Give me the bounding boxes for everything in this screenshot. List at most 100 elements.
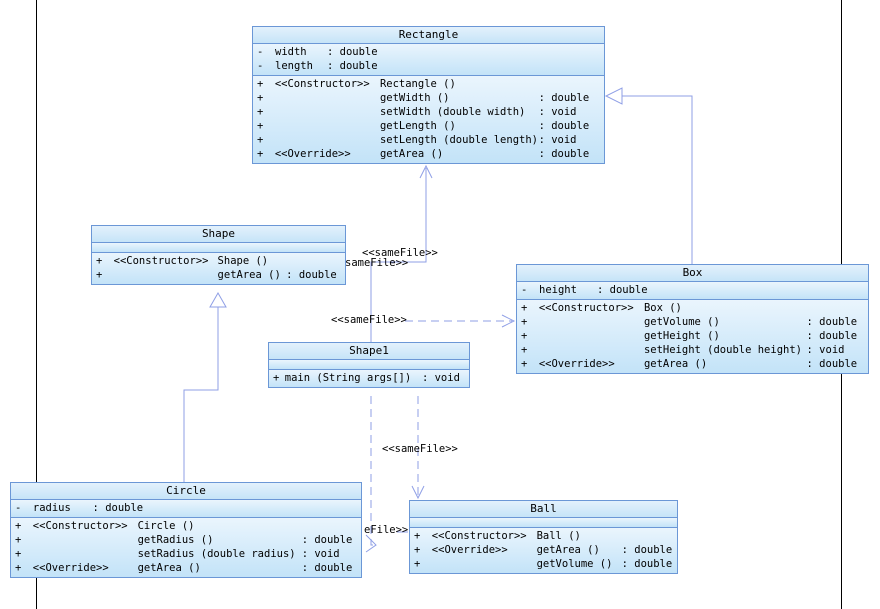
operation-signature: getArea () bbox=[137, 562, 201, 574]
operation-row[interactable]: +<<Constructor>>Ball () bbox=[410, 529, 677, 543]
label-samefile-shape1-box: <<sameFile>> bbox=[331, 314, 407, 326]
attribute-type: : double bbox=[92, 502, 144, 514]
operation-row[interactable]: +setLength (double length): void bbox=[253, 133, 604, 147]
operation-signature: Shape () bbox=[217, 255, 269, 267]
operation-row[interactable]: +setHeight (double height): void bbox=[517, 343, 868, 357]
operation-row[interactable]: +<<Override>>getArea (): double bbox=[517, 357, 868, 371]
attribute-row[interactable]: -radius: double bbox=[11, 501, 361, 515]
attributes-section bbox=[410, 518, 677, 528]
generalization-arrowhead-shape bbox=[209, 291, 227, 308]
operations-section: +<<Constructor>>Rectangle ()+getWidth ()… bbox=[253, 76, 604, 163]
operation-row[interactable]: +<<Constructor>>Rectangle () bbox=[253, 77, 604, 91]
operations-section: +<<Constructor>>Ball ()+<<Override>>getA… bbox=[410, 528, 677, 573]
operation-row[interactable]: +main (String args[]): void bbox=[269, 371, 469, 385]
operation-row[interactable]: +<<Override>>getArea (): double bbox=[253, 147, 604, 161]
attribute-type: : double bbox=[597, 284, 648, 296]
attributes-section bbox=[92, 243, 345, 253]
operation-row[interactable]: + <<Constructor>> Circle () bbox=[11, 519, 361, 533]
class-box[interactable]: Box -height : double + <<Constructor>> Box … bbox=[516, 264, 869, 374]
operation-return-type: : double bbox=[538, 92, 590, 104]
attribute-row[interactable]: -length: double bbox=[253, 59, 604, 73]
operation-return-type: : double bbox=[286, 269, 337, 281]
operation-stereotype: <<Override>> bbox=[32, 562, 109, 574]
operations-section: +main (String args[]): void bbox=[269, 370, 469, 387]
visibility-marker: + bbox=[96, 255, 103, 267]
operation-row[interactable]: +setWidth (double width): void bbox=[253, 105, 604, 119]
operation-row[interactable]: + getRadius () : double bbox=[11, 533, 361, 547]
operation-signature: getLength () bbox=[379, 120, 456, 132]
operation-return-type: : void bbox=[806, 344, 845, 356]
operation-return-type: : double bbox=[621, 558, 673, 570]
operation-row[interactable]: +getVolume (): double bbox=[410, 557, 677, 571]
operation-return-type bbox=[302, 519, 361, 533]
class-shape[interactable]: Shape +<<Constructor>>Shape ()+getArea (… bbox=[91, 225, 346, 285]
attribute-name: height bbox=[539, 284, 577, 296]
operation-row[interactable]: + <<Constructor>> Box () bbox=[517, 301, 868, 315]
visibility-marker: + bbox=[15, 534, 22, 546]
operation-stereotype bbox=[275, 91, 380, 105]
operation-row[interactable]: +getHeight (): double bbox=[517, 329, 868, 343]
operation-return-type: : double bbox=[538, 148, 590, 160]
operation-signature: setLength (double length) bbox=[379, 134, 538, 146]
label-samefile-shape1-rectangle: <<sameFile>> bbox=[362, 247, 438, 259]
operation-row[interactable]: +getArea (): double bbox=[92, 268, 345, 282]
visibility-marker: + bbox=[257, 92, 264, 104]
operation-signature: getVolume () bbox=[643, 316, 720, 328]
attribute-type: : double bbox=[327, 46, 378, 58]
operations-section: +<<Constructor>>Shape ()+ getArea () : dou… bbox=[92, 253, 345, 284]
class-ball[interactable]: Ball +<<Constructor>>Ball ()+<<Override>… bbox=[409, 500, 678, 574]
operation-signature: Circle () bbox=[137, 520, 195, 532]
operation-stereotype: <<Constructor>> bbox=[538, 302, 634, 314]
generalization-box-rectangle bbox=[622, 95, 693, 264]
attribute-name: length bbox=[275, 60, 313, 72]
visibility-marker: - bbox=[521, 284, 528, 296]
visibility-marker: + bbox=[15, 520, 22, 532]
attributes-section: -width: double-length: double bbox=[253, 44, 604, 76]
operation-stereotype bbox=[539, 329, 644, 343]
visibility-marker: + bbox=[15, 548, 22, 560]
visibility-marker: + bbox=[521, 302, 528, 314]
operation-row[interactable]: +getVolume (): double bbox=[517, 315, 868, 329]
operation-stereotype bbox=[275, 105, 380, 119]
operation-return-type: : double bbox=[301, 534, 353, 546]
generalization-circle-shape bbox=[183, 307, 219, 482]
operation-return-type: : double bbox=[301, 562, 353, 574]
dependency-arrowhead-circle bbox=[365, 534, 377, 553]
operation-row[interactable]: +<<Override>>getArea (): double bbox=[11, 561, 361, 575]
operation-stereotype: <<Constructor>> bbox=[32, 520, 128, 532]
attribute-name: radius bbox=[32, 502, 71, 514]
operation-signature: getArea () bbox=[217, 269, 281, 281]
class-circle[interactable]: Circle -radius: double +<<Constructor>>C… bbox=[10, 482, 362, 578]
operation-return-type bbox=[286, 254, 345, 268]
attribute-row[interactable]: -width: double bbox=[253, 45, 604, 59]
operation-row[interactable]: +<<Override>>getArea (): double bbox=[410, 543, 677, 557]
operation-signature: setWidth (double width) bbox=[379, 106, 526, 118]
operation-signature: setRadius (double radius) bbox=[137, 548, 296, 560]
operation-stereotype bbox=[114, 268, 218, 282]
visibility-marker: + bbox=[273, 372, 280, 384]
attribute-row[interactable]: -height : double bbox=[517, 283, 868, 297]
operation-return-type: : double bbox=[806, 316, 858, 328]
operation-row[interactable]: + getWidth () : double bbox=[253, 91, 604, 105]
visibility-marker: + bbox=[257, 148, 264, 160]
operation-stereotype bbox=[275, 133, 380, 147]
class-name: Shape1 bbox=[269, 343, 469, 360]
operation-return-type: : double bbox=[806, 358, 858, 370]
operation-stereotype: <<Constructor>> bbox=[431, 530, 527, 542]
operation-row[interactable]: +setRadius (double radius): void bbox=[11, 547, 361, 561]
operation-row[interactable]: +getLength (): double bbox=[253, 119, 604, 133]
operation-signature: getVolume () bbox=[536, 558, 613, 570]
operations-section: + <<Constructor>> Circle () + getRadius () : … bbox=[11, 518, 361, 577]
class-name: Box bbox=[517, 265, 868, 282]
operation-signature: Box () bbox=[643, 302, 682, 314]
operation-row[interactable]: +<<Constructor>>Shape () bbox=[92, 254, 345, 268]
class-shape1[interactable]: Shape1 +main (String args[]): void bbox=[268, 342, 470, 388]
operation-signature: getWidth () bbox=[379, 92, 450, 104]
operation-signature: getRadius () bbox=[137, 534, 214, 546]
operation-stereotype bbox=[432, 557, 537, 571]
attribute-type: : double bbox=[327, 60, 378, 72]
class-rectangle[interactable]: Rectangle -width: double-length: double … bbox=[252, 26, 605, 164]
operation-return-type: : double bbox=[621, 544, 673, 556]
